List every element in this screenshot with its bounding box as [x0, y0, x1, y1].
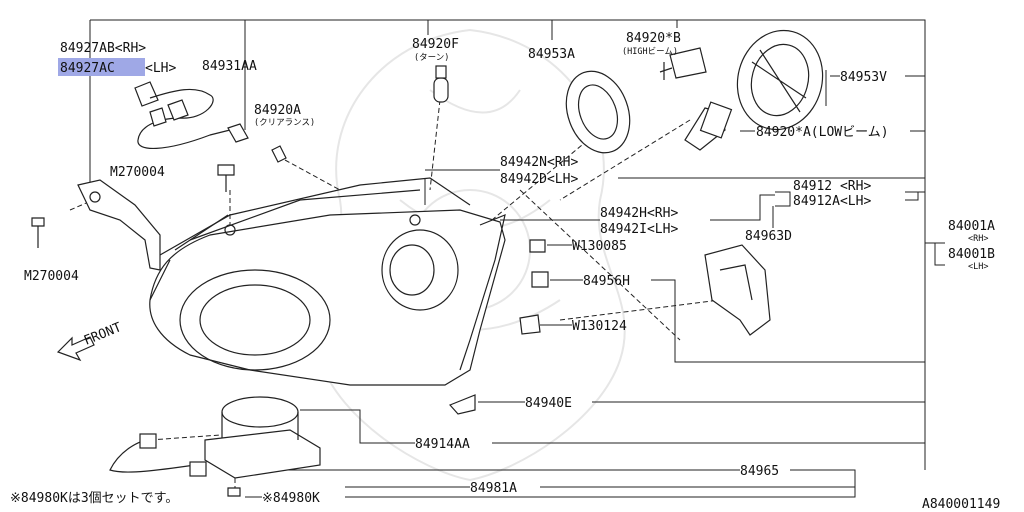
label-w130124[interactable]: W130124 — [572, 319, 627, 334]
seal-ring-84953a — [565, 70, 631, 154]
diagram-id: A840001149 — [922, 497, 1000, 512]
label-84001a-side: <RH> — [968, 234, 988, 244]
label-84953v[interactable]: 84953V — [840, 70, 887, 85]
label-84956h[interactable]: 84956H — [583, 274, 630, 289]
leader-lines — [89, 19, 945, 498]
label-w130085[interactable]: W130085 — [572, 239, 627, 254]
label-84912[interactable]: 84912 <RH> — [793, 179, 871, 194]
label-84927ac-side: <LH> — [145, 61, 176, 76]
label-84920f-sub: (ターン) — [414, 53, 449, 63]
label-84920a-sub: (クリアランス) — [254, 118, 315, 128]
label-84942h[interactable]: 84942H<RH> — [600, 206, 678, 221]
label-84927ab[interactable]: 84927AB<RH> — [60, 41, 146, 56]
label-84965[interactable]: 84965 — [740, 464, 779, 479]
label-84920f[interactable]: 84920F — [412, 37, 459, 52]
bolt-top — [217, 164, 235, 192]
bracket-84963d — [704, 244, 771, 336]
clearance-bulb — [271, 145, 287, 163]
label-84001b[interactable]: 84001B — [948, 247, 995, 262]
label-84927ac[interactable]: 84927AC — [60, 61, 115, 76]
label-84963d[interactable]: 84963D — [745, 229, 792, 244]
nut-84956h — [531, 271, 549, 288]
footnote-84980k: ※84980Kは3個セットです。 — [10, 491, 178, 506]
part-labels: 84927AB<RH> 84927AC <LH> 84931AA 84920F … — [10, 31, 1000, 512]
label-84920a[interactable]: 84920A — [254, 103, 301, 118]
low-beam-bulb — [684, 101, 733, 151]
label-84920a-low[interactable]: 84920*A(LOWビーム) — [756, 125, 889, 140]
label-84920b-sub: (HIGHビーム) — [622, 47, 678, 57]
high-beam-bulb — [659, 47, 707, 80]
label-m270004-top[interactable]: M270004 — [110, 165, 165, 180]
label-84912a[interactable]: 84912A<LH> — [793, 194, 871, 209]
label-84953a[interactable]: 84953A — [528, 47, 575, 62]
label-front: FRONT — [82, 320, 124, 349]
front-arrow — [56, 336, 95, 362]
label-84940e[interactable]: 84940E — [525, 396, 572, 411]
label-84001a[interactable]: 84001A — [948, 219, 995, 234]
label-84981a[interactable]: 84981A — [470, 481, 517, 496]
plate-84940e — [448, 394, 476, 415]
ballast-84965 — [109, 396, 321, 497]
cap-84953v — [736, 29, 824, 131]
label-84942i[interactable]: 84942I<LH> — [600, 222, 678, 237]
headlamp-housing — [149, 177, 506, 386]
label-84931aa[interactable]: 84931AA — [202, 59, 257, 74]
label-84942n[interactable]: 84942N<RH> — [500, 155, 578, 170]
clip-w130124 — [519, 314, 541, 335]
label-84942d[interactable]: 84942D<LH> — [500, 172, 578, 187]
socket-wire-84927 — [134, 81, 249, 149]
turn-bulb — [433, 65, 449, 103]
label-m270004-left[interactable]: M270004 — [24, 269, 79, 284]
bracket-part — [31, 179, 161, 271]
label-84920b[interactable]: 84920*B — [626, 31, 681, 46]
clip-w130085 — [529, 239, 546, 253]
label-84001b-side: <LH> — [968, 262, 988, 272]
highlight-box — [58, 58, 145, 76]
label-84980k[interactable]: ※84980K — [262, 491, 320, 506]
label-84914aa[interactable]: 84914AA — [415, 437, 470, 452]
